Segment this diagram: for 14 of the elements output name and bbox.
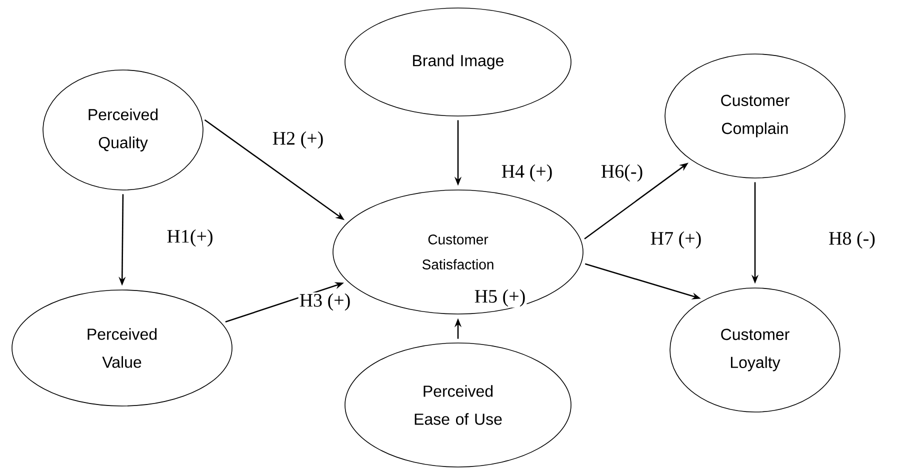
- edge-label: H1(+): [166, 228, 214, 248]
- edge-label: H2 (+): [271, 130, 325, 150]
- edge-label: H4 (+): [500, 163, 554, 183]
- ellipse-node: Customer Loyalty: [670, 288, 840, 412]
- edge-label: H6(-): [600, 163, 644, 183]
- edge-label: H7 (+): [649, 230, 703, 250]
- ellipse-node: Customer Complain: [664, 54, 846, 178]
- edge-label: H8 (-): [828, 230, 876, 250]
- ellipse-node: Perceived Ease of Use: [344, 342, 572, 468]
- ellipse-node: Perceived Value: [12, 290, 232, 406]
- edge-label: H5 (+): [473, 288, 527, 308]
- ellipse-node: Perceived Quality: [42, 70, 204, 190]
- edge-label: H3 (+): [298, 292, 352, 312]
- ellipse-node: Brand Image: [344, 8, 572, 116]
